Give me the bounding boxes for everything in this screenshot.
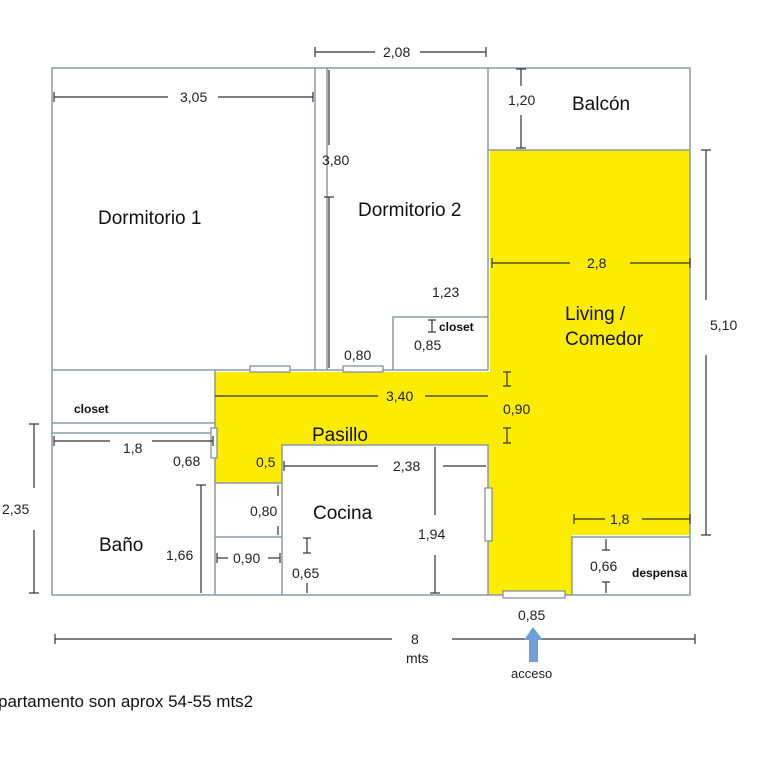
room-comedor: Comedor [565, 329, 644, 350]
dim-closet-depth: 0,85 [414, 337, 441, 353]
dim-bano-width: 1,8 [123, 440, 143, 456]
dim-pasillo-step: 0,5 [256, 454, 276, 470]
room-balcon: Balcón [572, 94, 630, 115]
room-dormitorio-2: Dormitorio 2 [358, 200, 461, 221]
dim-total-width: 8 [411, 631, 419, 647]
dim-bano-door: 0,68 [173, 453, 200, 469]
room-despensa: despensa [632, 566, 688, 580]
room-closet-left: closet [74, 402, 109, 416]
dim-total-height-left: 2,35 [2, 501, 29, 517]
dim-balcon-height: 1,20 [508, 92, 535, 108]
room-bano: Baño [99, 535, 143, 556]
dim-cocina-small-w: 0,90 [233, 550, 260, 566]
dim-cocina-door: 0,80 [250, 503, 277, 519]
dim-cocina-height: 1,94 [418, 526, 445, 542]
dim-living-bottom: 1,8 [610, 511, 630, 527]
dim-pasillo-width: 3,40 [386, 388, 413, 404]
dim-d2-closet: 1,23 [432, 284, 459, 300]
room-cocina: Cocina [313, 503, 373, 524]
dim-bano-height: 1,66 [166, 547, 193, 563]
dim-top-d2: 2,08 [383, 44, 410, 60]
access-label: acceso [511, 666, 552, 681]
walls [51, 67, 691, 596]
dim-d2-door: 0,80 [344, 347, 371, 363]
room-closet-right: closet [439, 320, 474, 334]
dim-living-height: 5,10 [710, 317, 737, 333]
room-living: Living / [565, 304, 626, 325]
living-pasillo-highlight [215, 150, 690, 595]
dim-living-width: 2,8 [587, 255, 607, 271]
room-dormitorio-1: Dormitorio 1 [98, 208, 201, 229]
dim-cocina-small-h: 0,65 [292, 565, 319, 581]
dim-entry-door: 0,85 [518, 607, 545, 623]
dim-cocina-width: 2,38 [393, 458, 420, 474]
dim-d1-width: 3,05 [180, 89, 207, 105]
dim-despensa: 0,66 [590, 558, 617, 574]
access-arrow-icon [524, 627, 543, 662]
dim-pasillo-height: 0,90 [503, 401, 530, 417]
room-pasillo: Pasillo [312, 425, 368, 446]
dim-total-width-unit: mts [406, 650, 429, 666]
dim-d2-height: 3,80 [322, 152, 349, 168]
doors [210, 365, 566, 599]
dimension-lines [29, 47, 711, 644]
area-note: partamento son aprox 54-55 mts2 [0, 692, 253, 711]
